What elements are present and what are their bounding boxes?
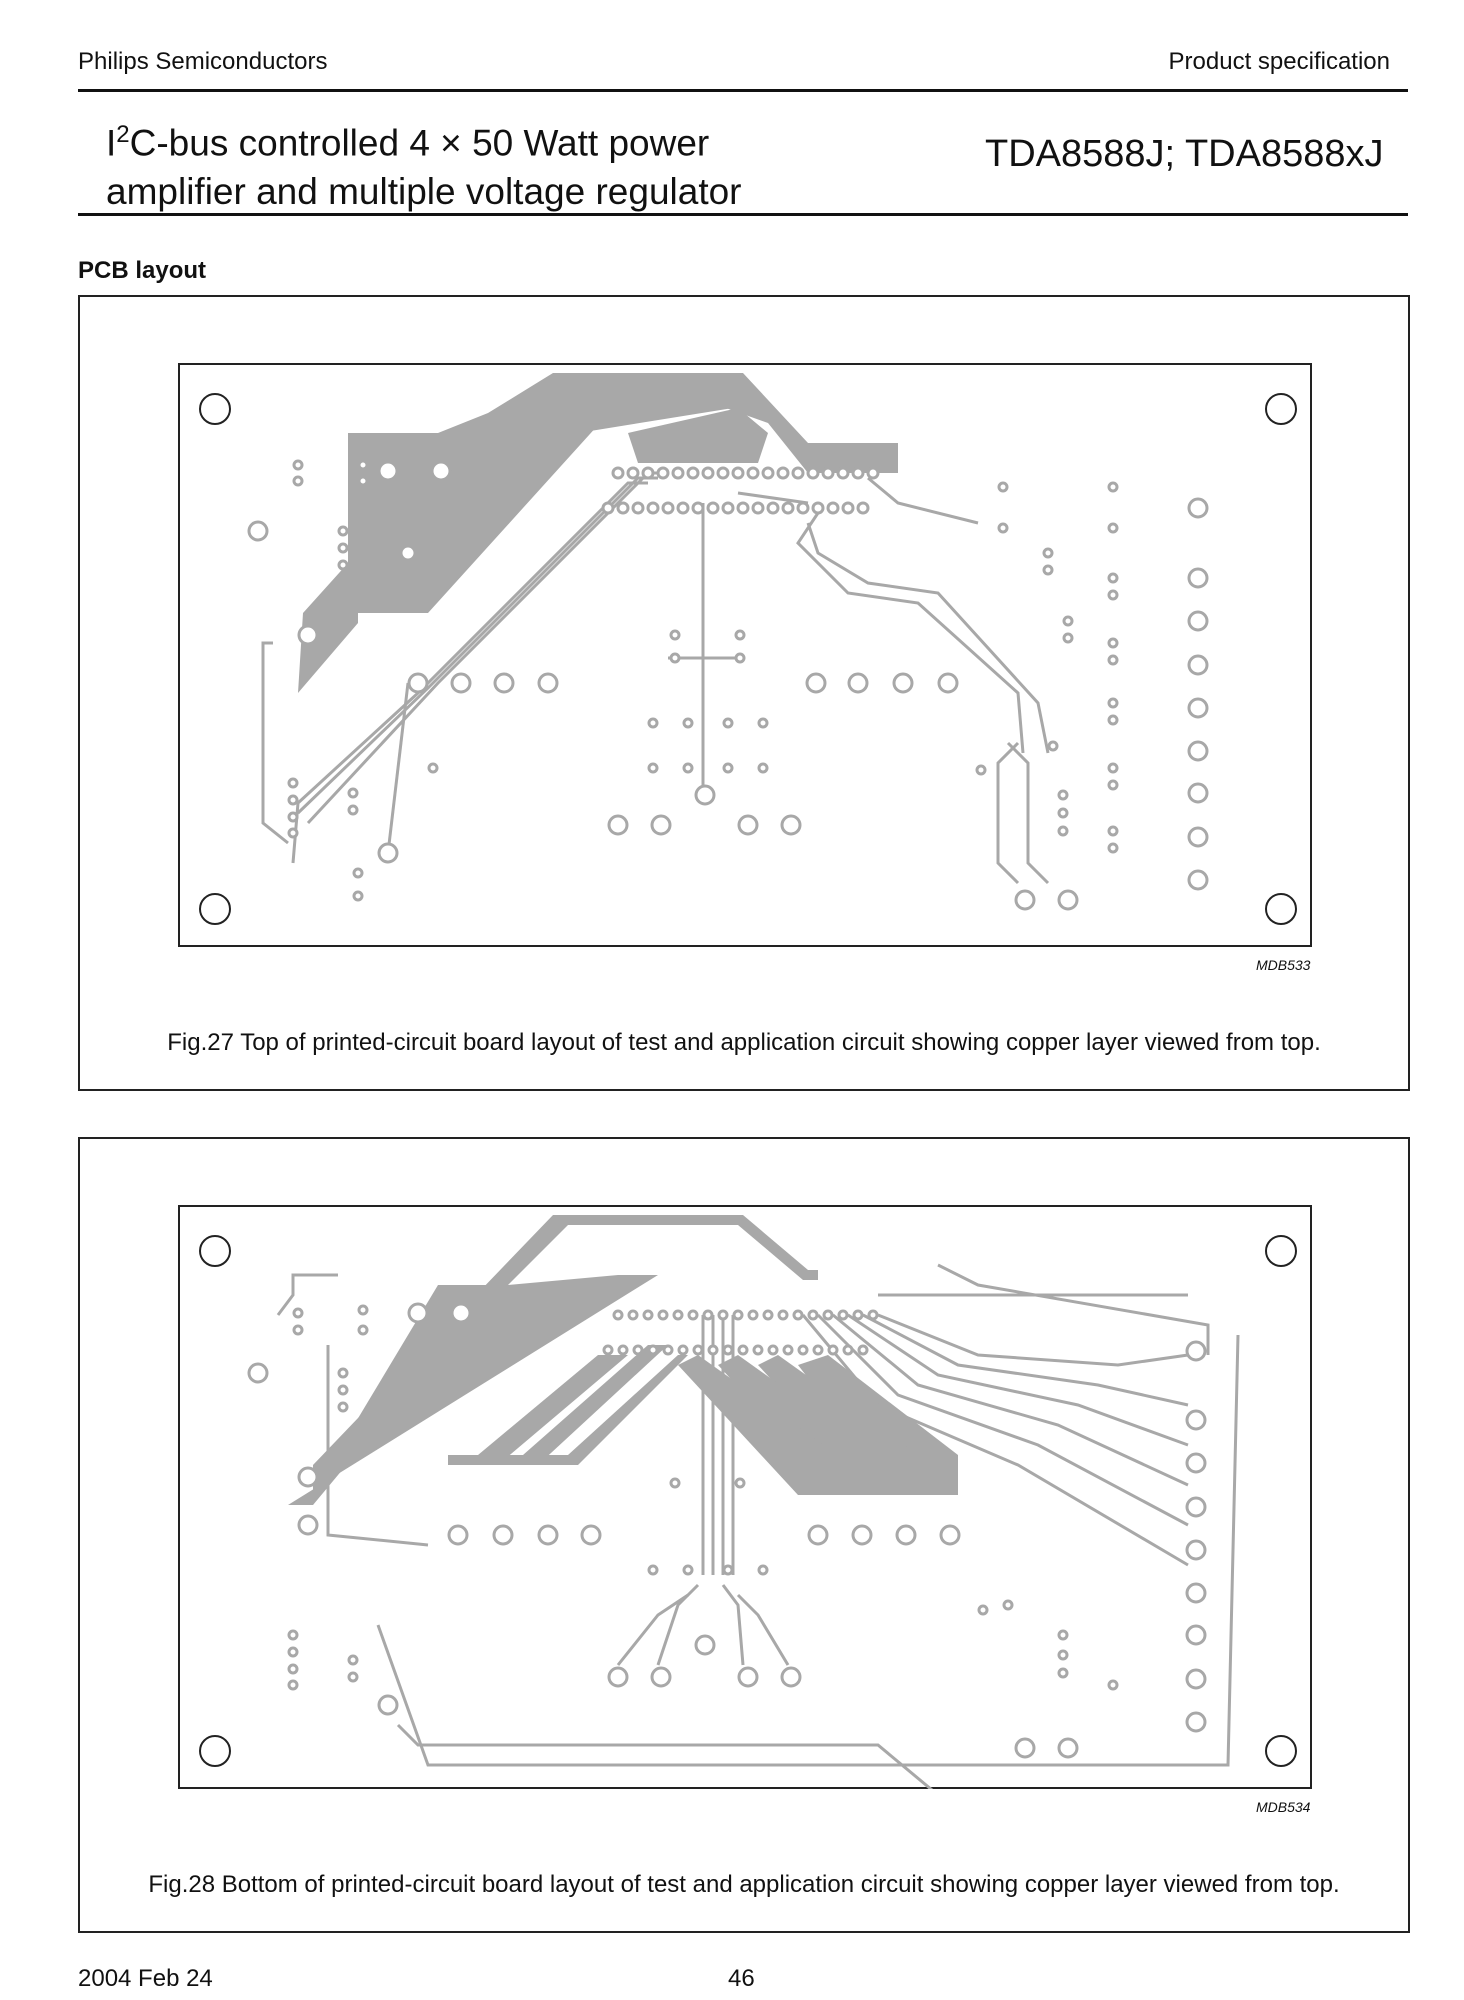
header-rule-bottom	[78, 213, 1408, 216]
figure-caption: Fig.27 Top of printed-circuit board layo…	[167, 1029, 1321, 1056]
pcb-bottom-layer-drawing	[178, 1205, 1312, 1789]
document-title: I2C-bus controlled 4 × 50 Watt power amp…	[106, 110, 742, 216]
title-line-1: I2C-bus controlled 4 × 50 Watt power	[106, 121, 710, 164]
figure-28: MDB534 Fig.28 Bottom of printed-circuit …	[78, 1137, 1410, 1933]
figure-code: MDB534	[1256, 1799, 1311, 1815]
part-number: TDA8588J; TDA8588xJ	[985, 133, 1384, 175]
document-type: Product specification	[1168, 48, 1390, 75]
figure-code: MDB533	[1256, 957, 1311, 973]
figure-caption: Fig.28 Bottom of printed-circuit board l…	[148, 1871, 1340, 1898]
footer-date: 2004 Feb 24	[78, 1965, 213, 1992]
section-heading: PCB layout	[78, 257, 207, 284]
title-line-2: amplifier and multiple voltage regulator	[106, 171, 742, 213]
company-name: Philips Semiconductors	[78, 48, 328, 75]
figure-27: MDB533 Fig.27 Top of printed-circuit boa…	[78, 295, 1410, 1091]
page-number: 46	[728, 1965, 755, 1992]
pcb-top-layer-drawing	[178, 363, 1312, 947]
header-rule-top	[78, 89, 1408, 92]
